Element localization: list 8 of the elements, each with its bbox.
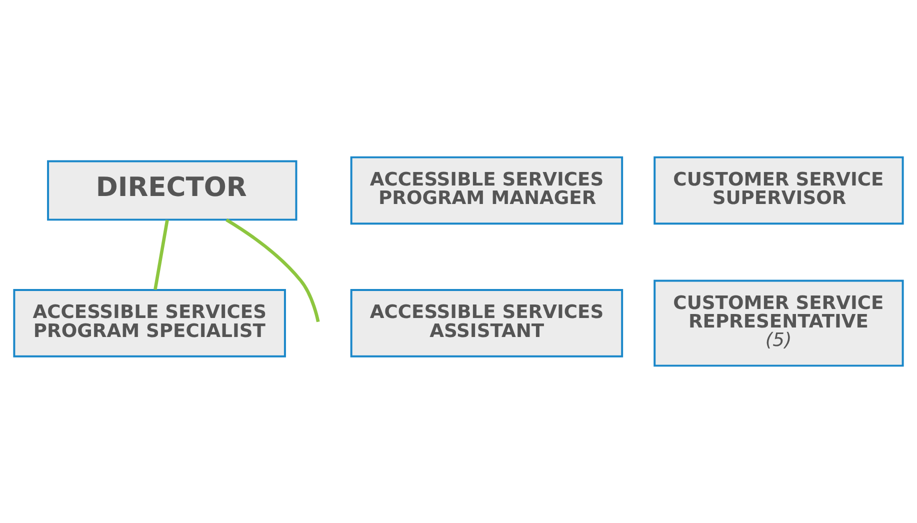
node-box: ACCESSIBLE SERVICES ASSISTANT (350, 289, 624, 358)
node-box: ACCESSIBLE SERVICES PROGRAM MANAGER (350, 156, 624, 225)
node-box: CUSTOMER SERVICE REPRESENTATIVE (5) (654, 280, 904, 367)
connector (226, 218, 320, 322)
node-box: ACCESSIBLE SERVICES PROGRAM SPECIALIST (13, 289, 286, 358)
node-box: DIRECTOR (47, 160, 298, 221)
node-box: CUSTOMER SERVICE SUPERVISOR (654, 156, 904, 225)
connector (154, 220, 169, 290)
